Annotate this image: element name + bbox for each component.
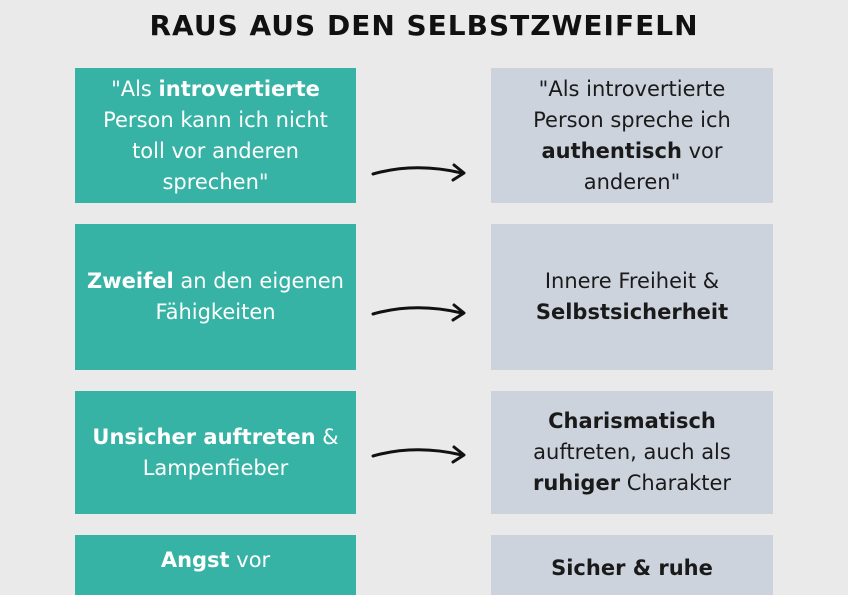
problem-box-3: Unsicher auftreten & Lampenfieber	[75, 391, 356, 514]
text-run: introvertierte	[158, 76, 320, 101]
text-run: Selbstsicherheit	[535, 300, 729, 324]
solution-box-4: Sicher & ruhe	[491, 535, 773, 595]
text-run: authentisch	[541, 138, 682, 163]
problem-box-4: Angst vor	[75, 535, 356, 595]
text-run: Sicher & ruhe	[551, 556, 713, 580]
text-run: an den eigenen Fähigkeiten	[155, 269, 344, 324]
problem-text-4: Angst vor	[91, 545, 341, 576]
solution-text-2: Innere Freiheit & Selbstsicherheit	[517, 266, 747, 328]
text-run: & Lampenfieber	[142, 424, 339, 480]
text-run: "Als introvertierte Person spreche ich	[533, 76, 731, 132]
solution-box-3: Charismatisch auftreten, auch als ruhige…	[491, 391, 773, 514]
solution-text-4: Sicher & ruhe	[512, 553, 752, 584]
text-run: Angst	[160, 548, 230, 572]
text-run: vor	[229, 548, 271, 572]
text-run: Charakter	[620, 471, 732, 495]
text-run: Charismatisch	[548, 409, 716, 433]
problem-text-1: "Als introvertierte Person kann ich nich…	[91, 74, 341, 198]
problem-text-3: Unsicher auftreten & Lampenfieber	[87, 422, 344, 484]
solution-box-1: "Als introvertierte Person spreche ich a…	[491, 68, 773, 203]
text-run: Innere Freiheit &	[544, 269, 720, 293]
text-run: "Als	[111, 76, 159, 101]
text-run: vor anderen"	[583, 138, 723, 194]
text-run: auftreten, auch als	[533, 440, 731, 464]
arrow-right-icon	[371, 445, 466, 464]
arrow-right-icon	[371, 303, 466, 322]
text-run: Zweifel	[87, 269, 174, 293]
solution-text-1: "Als introvertierte Person spreche ich a…	[517, 74, 747, 198]
problem-text-2: Zweifel an den eigenen Fähigkeiten	[87, 266, 344, 328]
solution-box-2: Innere Freiheit & Selbstsicherheit	[491, 224, 773, 370]
page-title: RAUS AUS DEN SELBSTZWEIFELN	[149, 9, 699, 42]
arrow-right-icon	[371, 163, 466, 182]
text-run: ruhiger	[532, 471, 621, 495]
solution-text-3: Charismatisch auftreten, auch als ruhige…	[512, 406, 752, 499]
text-run: Person kann ich nicht toll vor anderen s…	[103, 107, 328, 194]
text-run: Unsicher auftreten	[92, 424, 316, 449]
problem-box-1: "Als introvertierte Person kann ich nich…	[75, 68, 356, 203]
problem-box-2: Zweifel an den eigenen Fähigkeiten	[75, 224, 356, 370]
